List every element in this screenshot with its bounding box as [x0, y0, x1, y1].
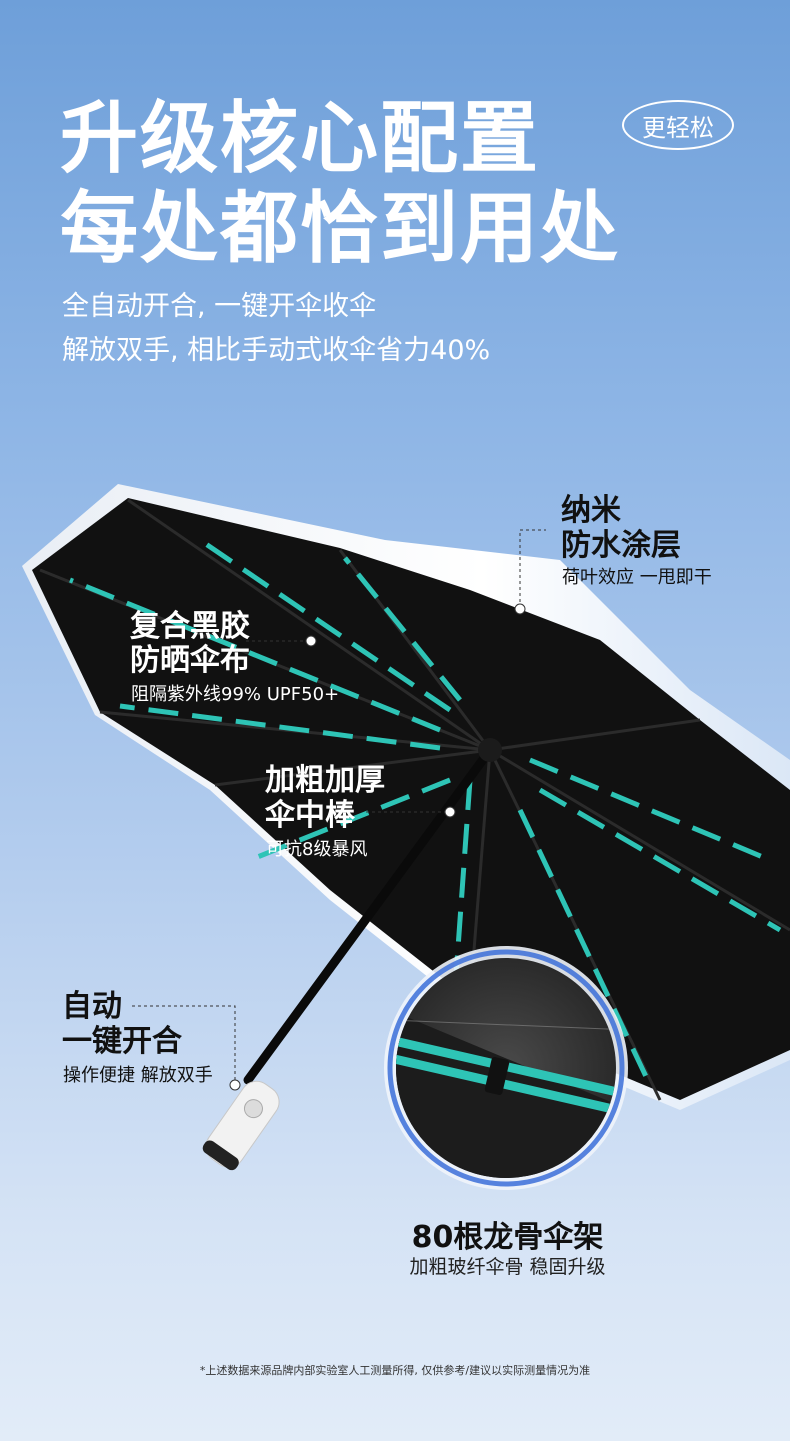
zoom-detail-ribs [396, 1010, 616, 1178]
headline-line-1: 升级核心配置 [60, 94, 541, 184]
shaft-desc: 可抗8级暴风 [266, 839, 368, 860]
teal-stitch-lines [69, 537, 782, 1087]
headline-line-2: 每处都恰到用处 [60, 184, 621, 274]
callout-dots [229, 603, 526, 1091]
subtitle-line-2: 解放双手, 相比手动式收伞省力40% [62, 335, 491, 366]
fabric-title-2: 防晒伞布 [130, 643, 250, 678]
subtitle-line-1: 全自动开合, 一键开伞收伞 [62, 291, 377, 322]
coating-title-2: 防水涂层 [561, 528, 681, 563]
footnote: *上述数据来源品牌内部实验室人工测量所得, 仅供参考/建议以实际测量情况为准 [199, 1364, 591, 1377]
auto-desc: 操作便捷 解放双手 [63, 1065, 213, 1086]
coating-desc: 荷叶效应 一甩即干 [562, 567, 712, 588]
canopy-underside [32, 498, 790, 1100]
auto-title-2: 一键开合 [62, 1024, 182, 1059]
shaft-title-2: 伞中棒 [265, 798, 355, 833]
callout-lines [132, 529, 546, 1082]
ribs-title: 80根龙骨伞架 [411, 1220, 604, 1255]
ribs-desc: 加粗玻纤伞骨 稳固升级 [409, 1256, 606, 1278]
fabric-desc: 阻隔紫外线99% UPF50+ [131, 684, 340, 705]
shaft-title-1: 加粗加厚 [265, 763, 385, 798]
auto-title-1: 自动 [62, 989, 122, 1024]
umbrella-shaft [243, 745, 495, 1085]
fabric-title-1: 复合黑胶 [130, 609, 250, 644]
coating-title-1: 纳米 [561, 493, 621, 528]
badge-easier: 更轻松 [622, 100, 734, 150]
umbrella-handle [202, 1080, 280, 1171]
